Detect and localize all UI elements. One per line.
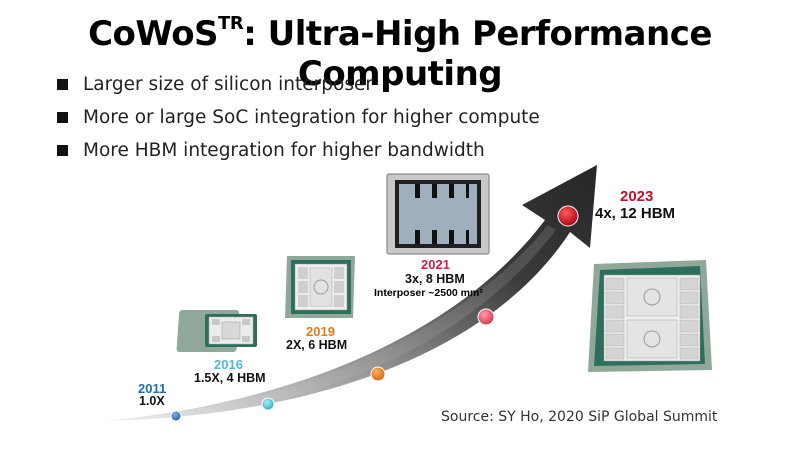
marker-2021 [477, 308, 495, 326]
milestone-2021-interposer: Interposer ~2500 mm² [374, 287, 483, 299]
milestone-2021-year: 2021 [421, 257, 450, 272]
marker-2016 [261, 397, 275, 411]
milestone-2023-year: 2023 [620, 188, 654, 205]
milestone-2023-desc: 4x, 12 HBM [595, 205, 676, 222]
source-citation: Source: SY Ho, 2020 SiP Global Summit [441, 409, 718, 425]
square-bullet-icon [57, 145, 68, 156]
square-bullet-icon [57, 112, 68, 123]
milestone-2011-desc: 1.0X [139, 394, 165, 408]
bullet-list: Larger size of silicon interposer More o… [57, 68, 540, 167]
page-title: CoWoSTR: Ultra-High Performance Computin… [88, 12, 712, 94]
milestone-2021-desc: 3x, 8 HBM [405, 272, 465, 286]
marker-2011 [170, 410, 182, 422]
marker-2023 [557, 205, 579, 227]
bullet-item: Larger size of silicon interposer [57, 68, 540, 101]
milestone-2011-year: 2011 [138, 381, 167, 396]
package-2021-image [386, 173, 490, 255]
marker-2019 [370, 366, 386, 382]
package-2019-image [285, 256, 355, 318]
milestone-2016-year: 2016 [214, 357, 243, 372]
milestone-2019-year: 2019 [306, 324, 335, 339]
square-bullet-icon [57, 79, 68, 90]
bullet-item: More or large SoC integration for higher… [57, 101, 540, 134]
milestone-2016-desc: 1.5X, 4 HBM [194, 371, 266, 385]
package-2016-image [176, 310, 257, 352]
bullet-item: More HBM integration for higher bandwidt… [57, 134, 540, 167]
milestone-2019-desc: 2X, 6 HBM [286, 338, 348, 352]
package-2023-image [588, 260, 712, 372]
